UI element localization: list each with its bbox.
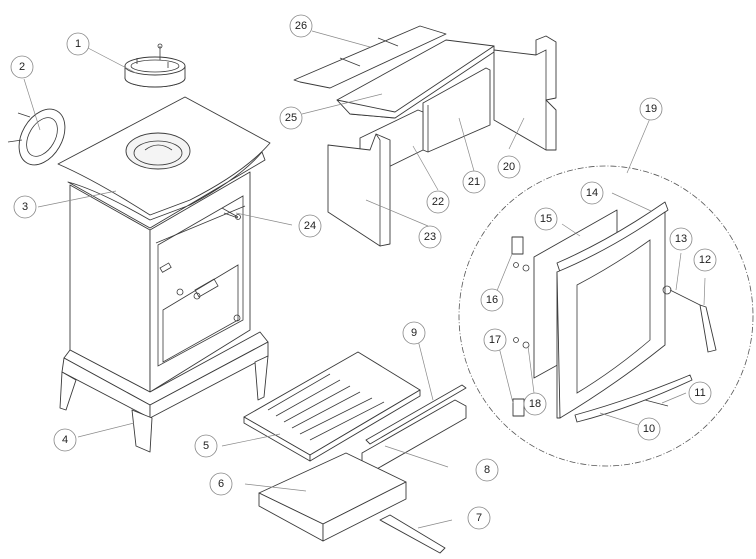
- svg-text:6: 6: [218, 478, 224, 490]
- part-ash-pan: [258, 452, 407, 542]
- callout-6: 6: [209, 472, 233, 496]
- callout-4: 4: [53, 428, 77, 452]
- svg-text:2: 2: [19, 61, 25, 73]
- svg-text:22: 22: [432, 196, 444, 208]
- svg-text:9: 9: [411, 327, 417, 339]
- svg-text:20: 20: [503, 161, 515, 173]
- svg-text:21: 21: [468, 176, 480, 188]
- callout-14: 14: [580, 181, 604, 205]
- svg-text:24: 24: [304, 220, 316, 232]
- callout-26: 26: [289, 14, 313, 38]
- callout-13: 13: [669, 227, 693, 251]
- svg-text:12: 12: [699, 254, 711, 266]
- callout-25: 25: [279, 106, 303, 130]
- callout-19: 19: [639, 97, 663, 121]
- callout-18: 18: [523, 392, 547, 416]
- svg-text:17: 17: [489, 334, 501, 346]
- callout-22: 22: [426, 190, 450, 214]
- svg-text:15: 15: [540, 213, 552, 225]
- callout-1: 1: [66, 32, 90, 56]
- callout-8: 8: [475, 458, 499, 482]
- part-baffle-support: [293, 25, 447, 89]
- svg-text:23: 23: [424, 231, 436, 243]
- part-log-retainer: [365, 384, 467, 445]
- part-air-wash-tube: [221, 207, 241, 220]
- callout-20: 20: [497, 155, 521, 179]
- callout-11: 11: [688, 381, 712, 405]
- callout-5: 5: [194, 434, 218, 458]
- part-grate: [243, 351, 421, 462]
- callout-24: 24: [298, 214, 322, 238]
- callout-21: 21: [462, 170, 486, 194]
- svg-text:14: 14: [586, 187, 598, 199]
- callout-16: 16: [480, 288, 504, 312]
- svg-text:11: 11: [694, 387, 705, 399]
- door-assembly: [458, 165, 754, 467]
- part-left-brick: [327, 133, 391, 247]
- svg-text:1: 1: [75, 38, 81, 50]
- part-baffle: [336, 39, 495, 119]
- svg-text:25: 25: [285, 112, 297, 124]
- callout-17: 17: [483, 328, 507, 352]
- svg-text:4: 4: [62, 434, 68, 446]
- callout-15: 15: [534, 207, 558, 231]
- svg-text:8: 8: [484, 464, 490, 476]
- svg-text:19: 19: [645, 103, 657, 115]
- svg-text:16: 16: [486, 294, 498, 306]
- callout-12: 12: [693, 248, 717, 272]
- svg-text:5: 5: [203, 440, 209, 452]
- svg-text:13: 13: [675, 233, 687, 245]
- svg-text:10: 10: [643, 423, 655, 435]
- callout-9: 9: [402, 321, 426, 345]
- part-flue-collar: [124, 43, 186, 88]
- part-blanking-plate: [7, 108, 66, 166]
- callout-3: 3: [13, 195, 37, 219]
- part-stove-body: [57, 96, 271, 453]
- svg-text:7: 7: [476, 512, 482, 524]
- callout-23: 23: [418, 225, 442, 249]
- svg-text:3: 3: [22, 201, 28, 213]
- svg-text:26: 26: [295, 20, 307, 32]
- callout-7: 7: [467, 506, 491, 530]
- part-ash-pan-tool: [379, 514, 446, 554]
- part-right-brick: [493, 35, 557, 151]
- svg-text:18: 18: [529, 398, 541, 410]
- callout-10: 10: [637, 417, 661, 441]
- callout-2: 2: [10, 55, 34, 79]
- leader-lines: [23, 30, 706, 529]
